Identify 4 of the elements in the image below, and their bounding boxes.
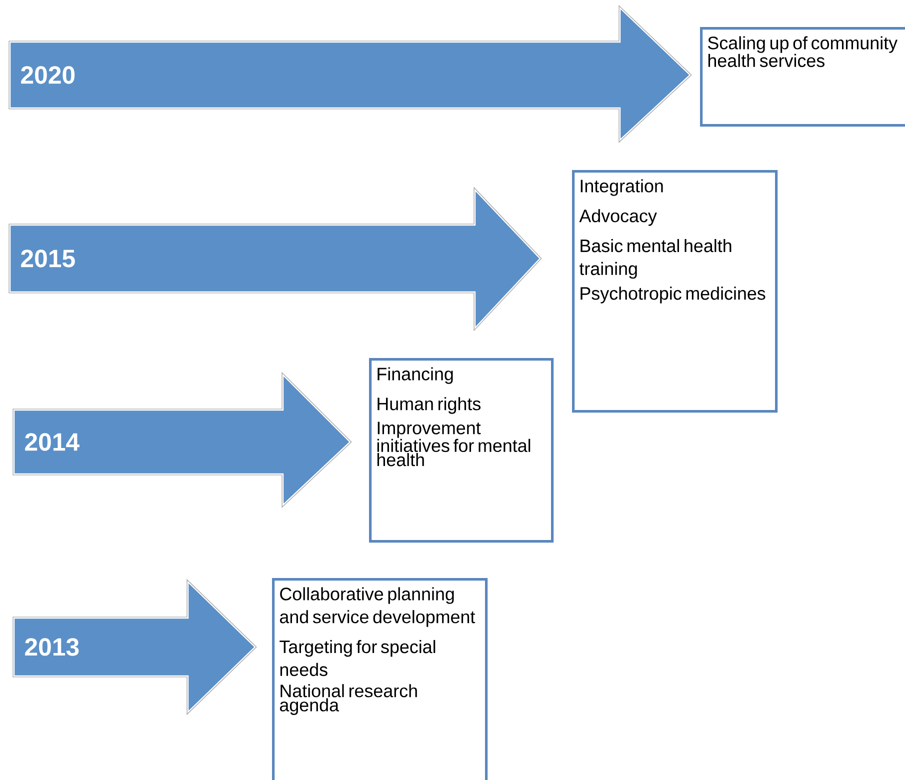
text-box: Collaborative planning and service development Targeting for special needs National research agenda [272, 578, 488, 780]
text-box: Scaling up of community health services [700, 27, 905, 127]
text-box: Financing Human rights Improvement initiatives for mental health [369, 358, 554, 543]
text-box: Integration Advocacy Basic mental health training Psychotropic medicines [572, 170, 778, 413]
